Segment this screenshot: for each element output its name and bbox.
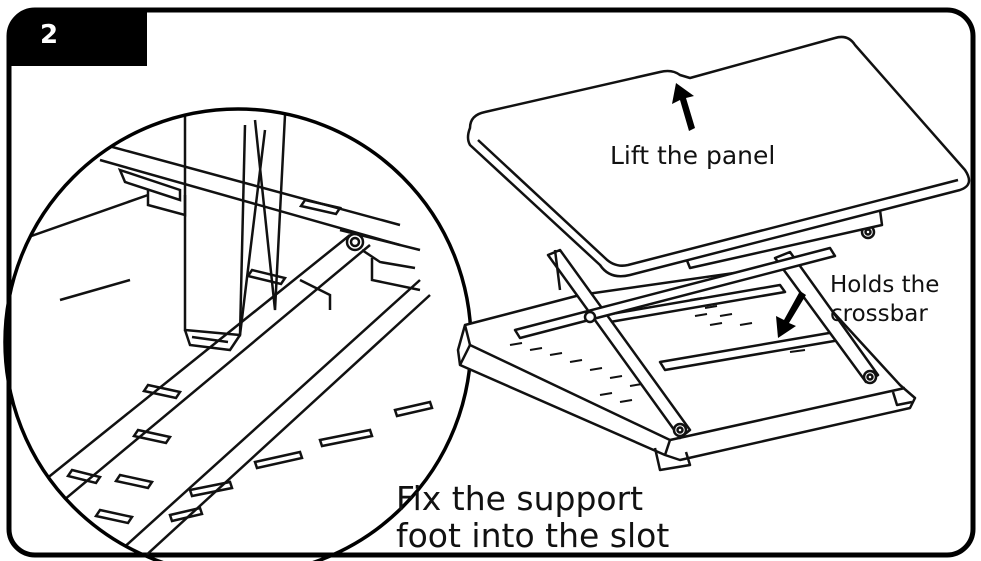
laptop-stand <box>456 35 971 472</box>
down-arrow-icon <box>776 291 806 338</box>
holds-crossbar-line2: crossbar <box>830 301 928 327</box>
fix-foot-label: Fix the support foot into the slot <box>396 480 696 554</box>
fix-foot-line2: foot into the slot <box>396 516 670 555</box>
up-arrow-icon <box>672 83 695 131</box>
step-number: 2 <box>40 20 59 50</box>
step-badge <box>9 10 147 66</box>
lift-panel-label: Lift the panel <box>610 141 776 170</box>
fix-foot-line1: Fix the support <box>396 479 644 518</box>
detail-circle <box>19 112 434 561</box>
panel-border <box>6 7 976 558</box>
holds-crossbar-label: Holds the crossbar <box>830 271 970 329</box>
holds-crossbar-line1: Holds the <box>830 272 940 298</box>
